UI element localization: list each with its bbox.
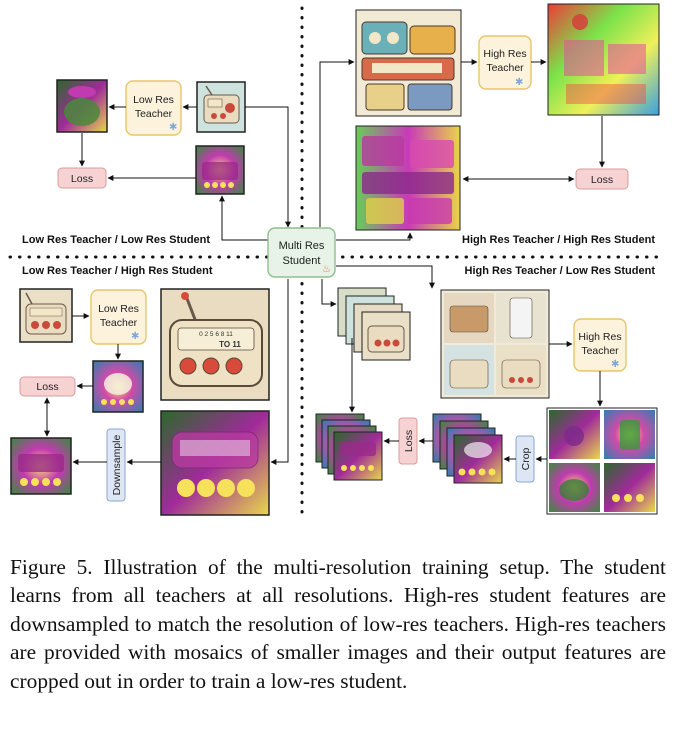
svg-text:0 2 5 6 8 11: 0 2 5 6 8 11 xyxy=(199,331,233,338)
svg-text:Low Res: Low Res xyxy=(133,94,174,106)
label-low-low: Low Res Teacher / Low Res Student xyxy=(22,234,210,246)
svg-text:Downsample: Downsample xyxy=(111,434,123,495)
svg-text:Loss: Loss xyxy=(403,430,415,452)
snowflake-icon: ✱ xyxy=(611,359,619,370)
svg-text:High Res: High Res xyxy=(483,48,526,60)
high-res-radio-collage-image xyxy=(355,9,462,117)
loss-box-top-left: Loss xyxy=(57,167,107,189)
high-res-teacher-feature-image xyxy=(547,3,660,116)
teacher-low-res-feature-bottom xyxy=(92,360,144,413)
crop-box: Crop xyxy=(515,435,535,483)
large-radio-image: 0 2 5 6 8 11 TO 11 xyxy=(160,288,270,401)
cropped-teacher-feature-stack xyxy=(432,413,503,484)
downsample-box: Downsample xyxy=(106,428,126,502)
high-res-teacher-box: High Res Teacher ✱ xyxy=(478,35,532,90)
student-high-res-feature-image xyxy=(355,125,461,231)
svg-text:Teacher: Teacher xyxy=(486,62,524,74)
svg-text:Multi Res: Multi Res xyxy=(279,240,325,252)
svg-text:High Res: High Res xyxy=(578,331,621,343)
svg-text:Loss: Loss xyxy=(591,174,613,186)
student-low-res-feature-top xyxy=(195,145,245,195)
low-res-image-stack xyxy=(337,287,411,361)
snowflake-icon: ✱ xyxy=(131,331,139,342)
multi-res-student-box: Multi Res Student ♨ xyxy=(267,227,336,278)
loss-box-bottom-left: Loss xyxy=(19,376,76,397)
flame-icon: ♨ xyxy=(322,264,331,275)
svg-text:Teacher: Teacher xyxy=(135,108,173,120)
svg-text:Student: Student xyxy=(283,255,321,267)
low-res-teacher-feature-image xyxy=(56,79,108,133)
loss-box-top-right: Loss xyxy=(575,168,629,190)
svg-text:Teacher: Teacher xyxy=(581,345,619,357)
svg-text:Loss: Loss xyxy=(71,173,93,185)
high-res-teacher-mosaic-features xyxy=(546,407,658,515)
svg-text:Teacher: Teacher xyxy=(100,317,138,329)
label-low-high: Low Res Teacher / High Res Student xyxy=(22,265,213,277)
low-res-radio-image-top xyxy=(196,81,246,133)
student-high-res-feature-bottom xyxy=(160,410,270,516)
multi-resolution-training-diagram: Low Res Teacher / Low Res Student High R… xyxy=(8,3,666,522)
svg-text:Loss: Loss xyxy=(36,381,58,393)
label-high-low: High Res Teacher / Low Res Student xyxy=(465,265,656,277)
low-res-teacher-box-top: Low Res Teacher ✱ xyxy=(125,80,182,136)
svg-text:TO 11: TO 11 xyxy=(219,340,241,349)
snowflake-icon: ✱ xyxy=(169,122,177,133)
svg-text:Crop: Crop xyxy=(520,447,532,470)
snowflake-icon: ✱ xyxy=(515,77,523,88)
svg-text:Low Res: Low Res xyxy=(98,303,139,315)
mosaic-image xyxy=(440,289,550,399)
figure-caption: Figure 5. Illustration of the multi-reso… xyxy=(10,555,666,693)
low-res-radio-image-bottom xyxy=(19,288,73,343)
student-low-res-feature-stack xyxy=(315,413,383,481)
low-res-teacher-box-bottom: Low Res Teacher ✱ xyxy=(90,289,147,345)
student-downsampled-feature-bottom xyxy=(10,437,72,495)
loss-box-bottom-right: Loss xyxy=(398,417,418,465)
label-high-high: High Res Teacher / High Res Student xyxy=(462,234,655,246)
high-res-teacher-box-bottom: High Res Teacher ✱ xyxy=(573,318,627,372)
